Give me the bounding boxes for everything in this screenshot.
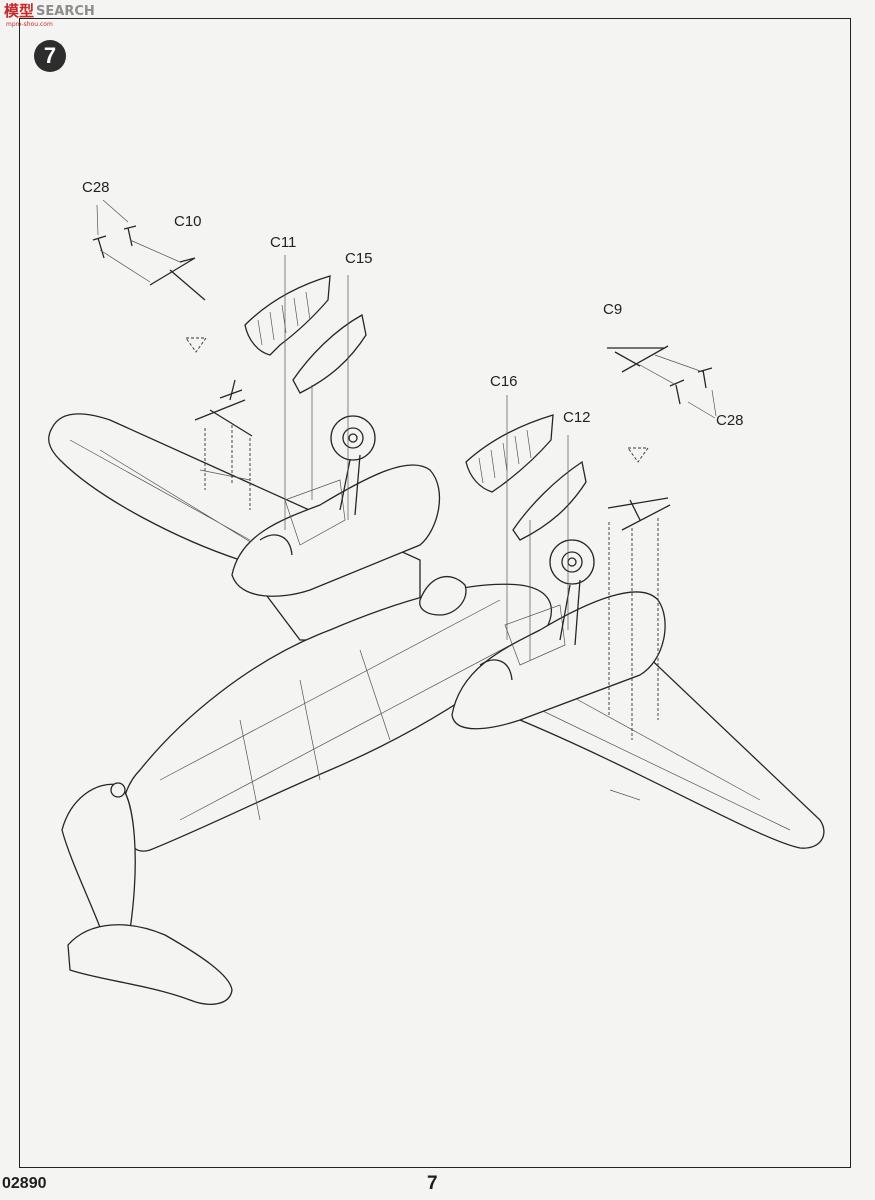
label-c11: C11 [270,234,296,251]
step-number-badge: 7 [34,40,66,72]
tail-fin [61,783,136,941]
watermark-logo: 模型 [4,2,35,20]
label-c28-right: C28 [716,412,744,429]
c12-door [512,460,587,541]
tail-plane [67,924,233,1005]
c16-door [465,414,554,493]
c11-door [244,275,331,356]
label-c12: C12 [563,409,591,426]
product-code: 02890 [2,1175,47,1192]
watermark-subtext: mpm-shou.com [6,21,53,28]
left-nacelle [231,464,441,597]
label-c15: C15 [345,250,373,267]
page-frame [19,18,851,1168]
c15-door [292,313,367,394]
watermark-text: SEARCH [36,4,95,19]
label-c16: C16 [490,373,518,390]
page-number: 7 [427,1173,438,1194]
watermark: 模型 SEARCH mpm-shou.com [4,2,95,29]
canopy [419,576,467,616]
label-c10: C10 [174,213,202,230]
label-c9: C9 [603,301,622,318]
right-nacelle [451,591,666,730]
label-c28-left: C28 [82,179,110,196]
